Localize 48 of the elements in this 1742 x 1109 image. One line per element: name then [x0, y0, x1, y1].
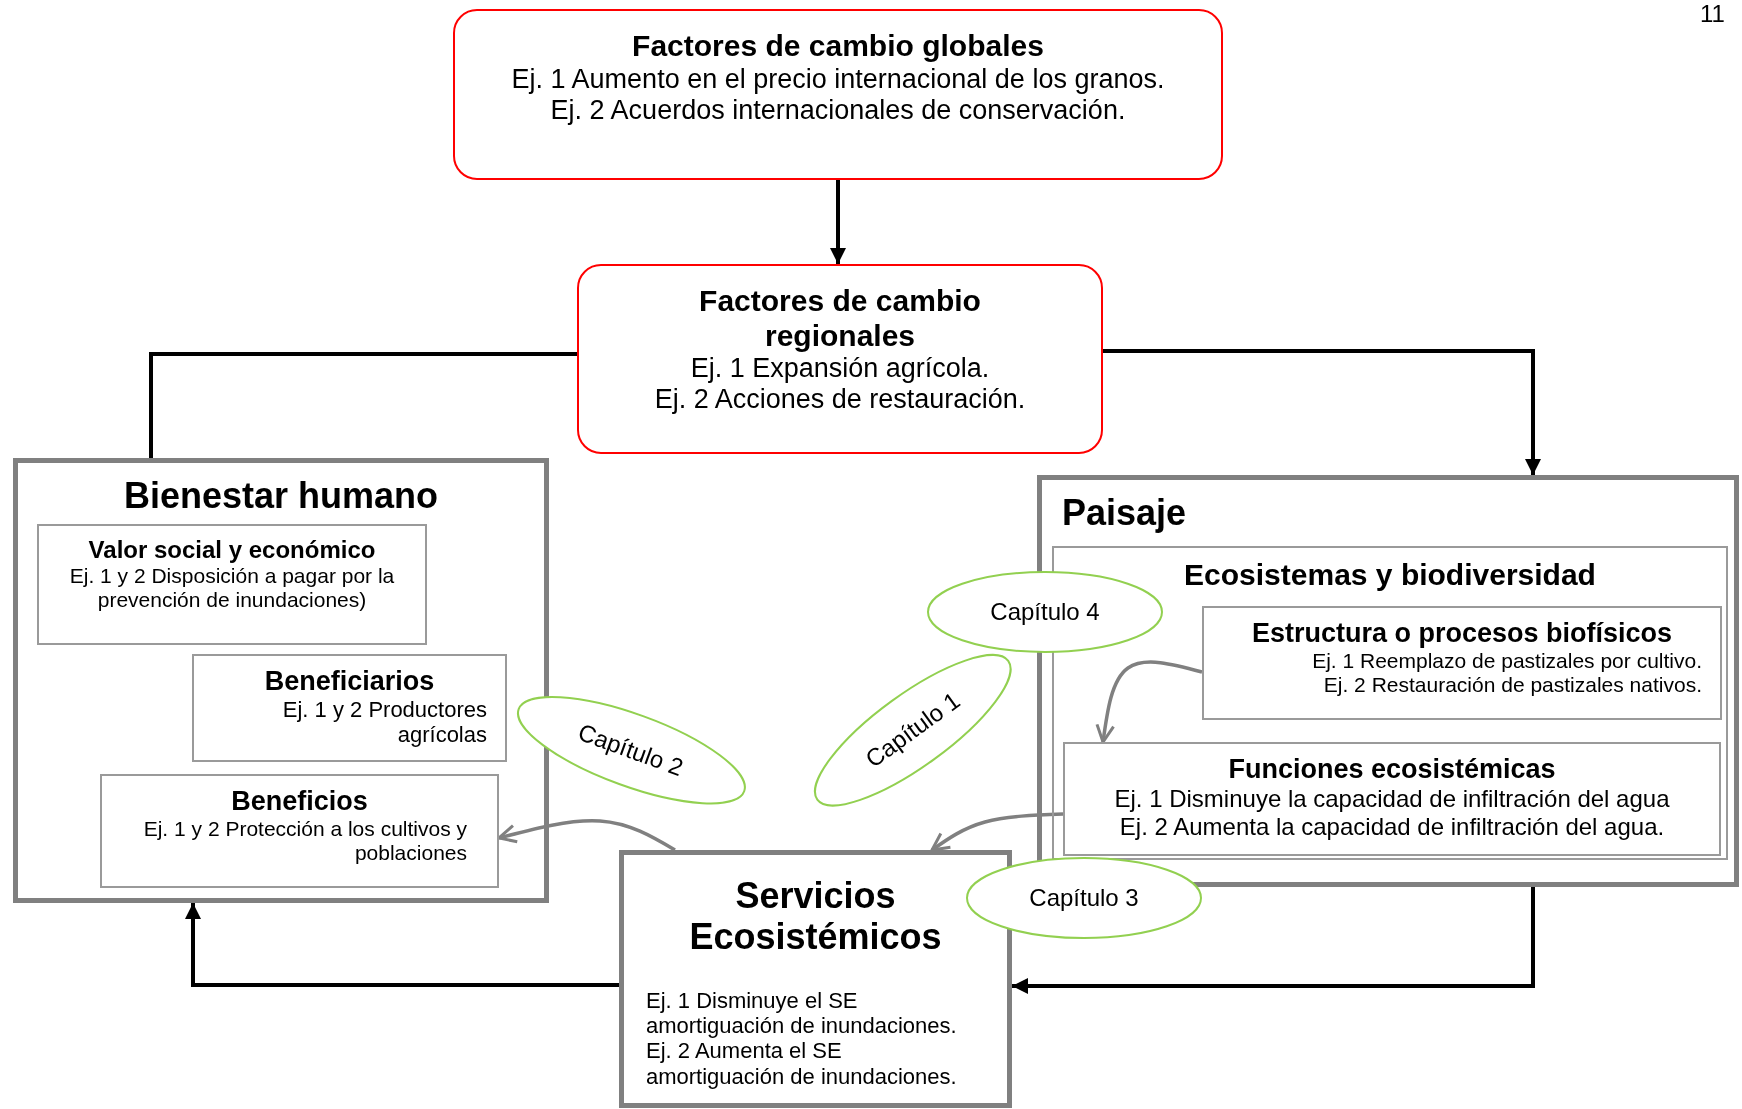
example-text: Ej. 2 Restauración de pastizales nativos.: [1322, 673, 1703, 698]
process-box: [192, 654, 507, 762]
example-text: Ej. 1 y 2 Protección a los cultivos y poblaciones: [142, 817, 468, 866]
process-box: [1202, 606, 1722, 720]
box-heading: Beneficios: [230, 786, 369, 818]
arrow: [830, 180, 846, 264]
chapter-ellipse: [813, 652, 1013, 808]
chapter-label: Capítulo 4: [990, 598, 1100, 626]
group-box: [619, 850, 1012, 1108]
example-text: Ej. 1 y 2 Disposición a pagar por la prevención de inundaciones): [68, 563, 396, 612]
chapter-ellipse: [965, 856, 1203, 940]
example-text: Ej. 2 Acciones de restauración.: [653, 384, 1027, 416]
box-heading: Ecosistemas y biodiversidad: [1183, 558, 1597, 593]
process-box: [100, 774, 499, 888]
box-heading: Bienestar humano: [122, 475, 440, 517]
process-box: [1063, 742, 1721, 856]
box-heading: Funciones ecosistémicas: [1227, 754, 1557, 786]
arrow: [1103, 349, 1541, 475]
arrow: [1095, 660, 1203, 744]
chapter-ellipse: [926, 570, 1164, 654]
chapter-label: Capítulo 3: [1029, 884, 1139, 912]
example-text: Ej. 1 Expansión agrícola.: [689, 353, 991, 385]
example-text: Ej. 1 y 2 Productores agrícolas: [281, 697, 488, 748]
box-heading: Beneficiarios: [263, 666, 436, 698]
chapter-ellipse: [515, 694, 747, 806]
example-text: Ej. 1 Disminuye el SE amortiguación de inundaciones.: [645, 987, 958, 1039]
arrow: [930, 812, 1064, 852]
example-text: Ej. 2 Acuerdos internacionales de conservación.: [549, 94, 1127, 126]
group-box: [13, 458, 549, 903]
process-box: [37, 524, 427, 645]
example-text: Ej. 2 Aumenta el SE amortiguación de inundaciones.: [645, 1038, 958, 1089]
box-heading: Factores de cambio regionales: [698, 284, 982, 353]
arrow: [1012, 887, 1535, 994]
arrow: [185, 903, 619, 987]
example-text: Ej. 1 Reemplazo de pastizales por cultivo.: [1311, 649, 1703, 674]
box-heading: Estructura o procesos biofísicos: [1250, 618, 1674, 650]
arrow: [497, 819, 676, 852]
box-heading: Factores de cambio globales: [631, 29, 1045, 64]
example-text: Ej. 1 Aumento en el precio internacional de los granos.: [510, 63, 1166, 95]
example-text: Ej. 2 Aumenta la capacidad de infiltración del agua.: [1118, 812, 1666, 841]
box-heading: Paisaje: [1061, 492, 1188, 534]
page-number: 11: [1700, 0, 1725, 28]
process-box: [577, 264, 1103, 454]
example-text: Ej. 1 Disminuye la capacidad de infiltración del agua: [1113, 785, 1671, 813]
box-heading: Valor social y económico: [87, 536, 377, 564]
connector-line: [149, 352, 577, 458]
box-heading: Servicios Ecosistémicos: [688, 875, 943, 958]
process-box: [453, 9, 1223, 180]
